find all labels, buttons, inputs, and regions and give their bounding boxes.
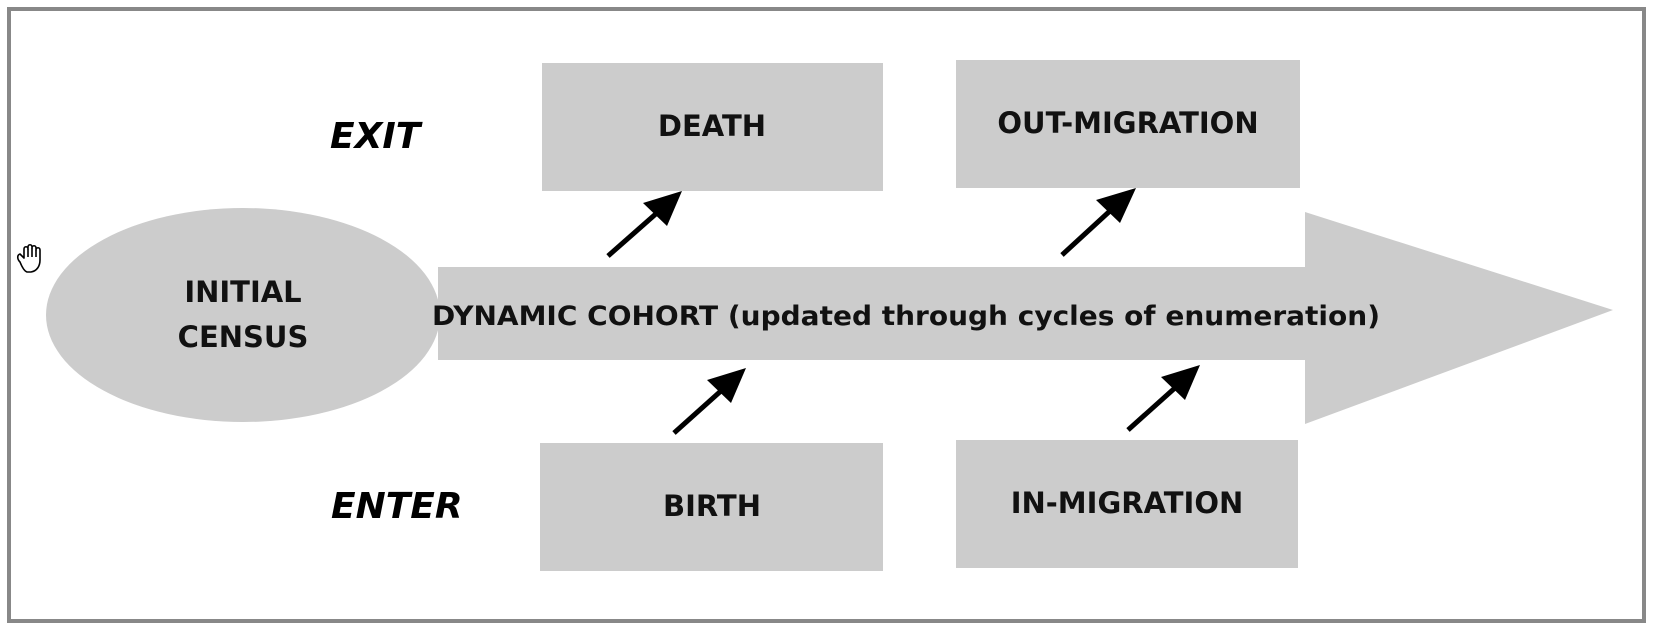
death-label: DEATH	[658, 109, 766, 143]
arrow-from-birth	[672, 368, 746, 435]
cohort-arrow	[438, 212, 1613, 424]
initial-census-label-line2: CENSUS	[178, 320, 309, 354]
birth-box	[540, 443, 883, 571]
initial-census-label-line1: INITIAL	[184, 275, 301, 309]
birth-label: BIRTH	[663, 489, 761, 523]
in-migration-label: IN-MIGRATION	[1011, 486, 1244, 520]
initial-census-ellipse	[46, 208, 440, 422]
hand-cursor-icon	[16, 243, 41, 273]
death-box	[542, 63, 883, 191]
dynamic-cohort-label: DYNAMIC COHORT (updated through cycles o…	[432, 301, 1380, 332]
enter-label: ENTER	[331, 486, 463, 527]
out-migration-box	[956, 60, 1300, 188]
arrow-from-in-migration	[1126, 365, 1200, 432]
exit-label: EXIT	[330, 116, 423, 157]
arrow-to-death	[606, 191, 682, 258]
out-migration-label: OUT-MIGRATION	[997, 106, 1258, 140]
arrow-to-out-migration	[1060, 188, 1136, 257]
in-migration-box	[956, 440, 1298, 568]
